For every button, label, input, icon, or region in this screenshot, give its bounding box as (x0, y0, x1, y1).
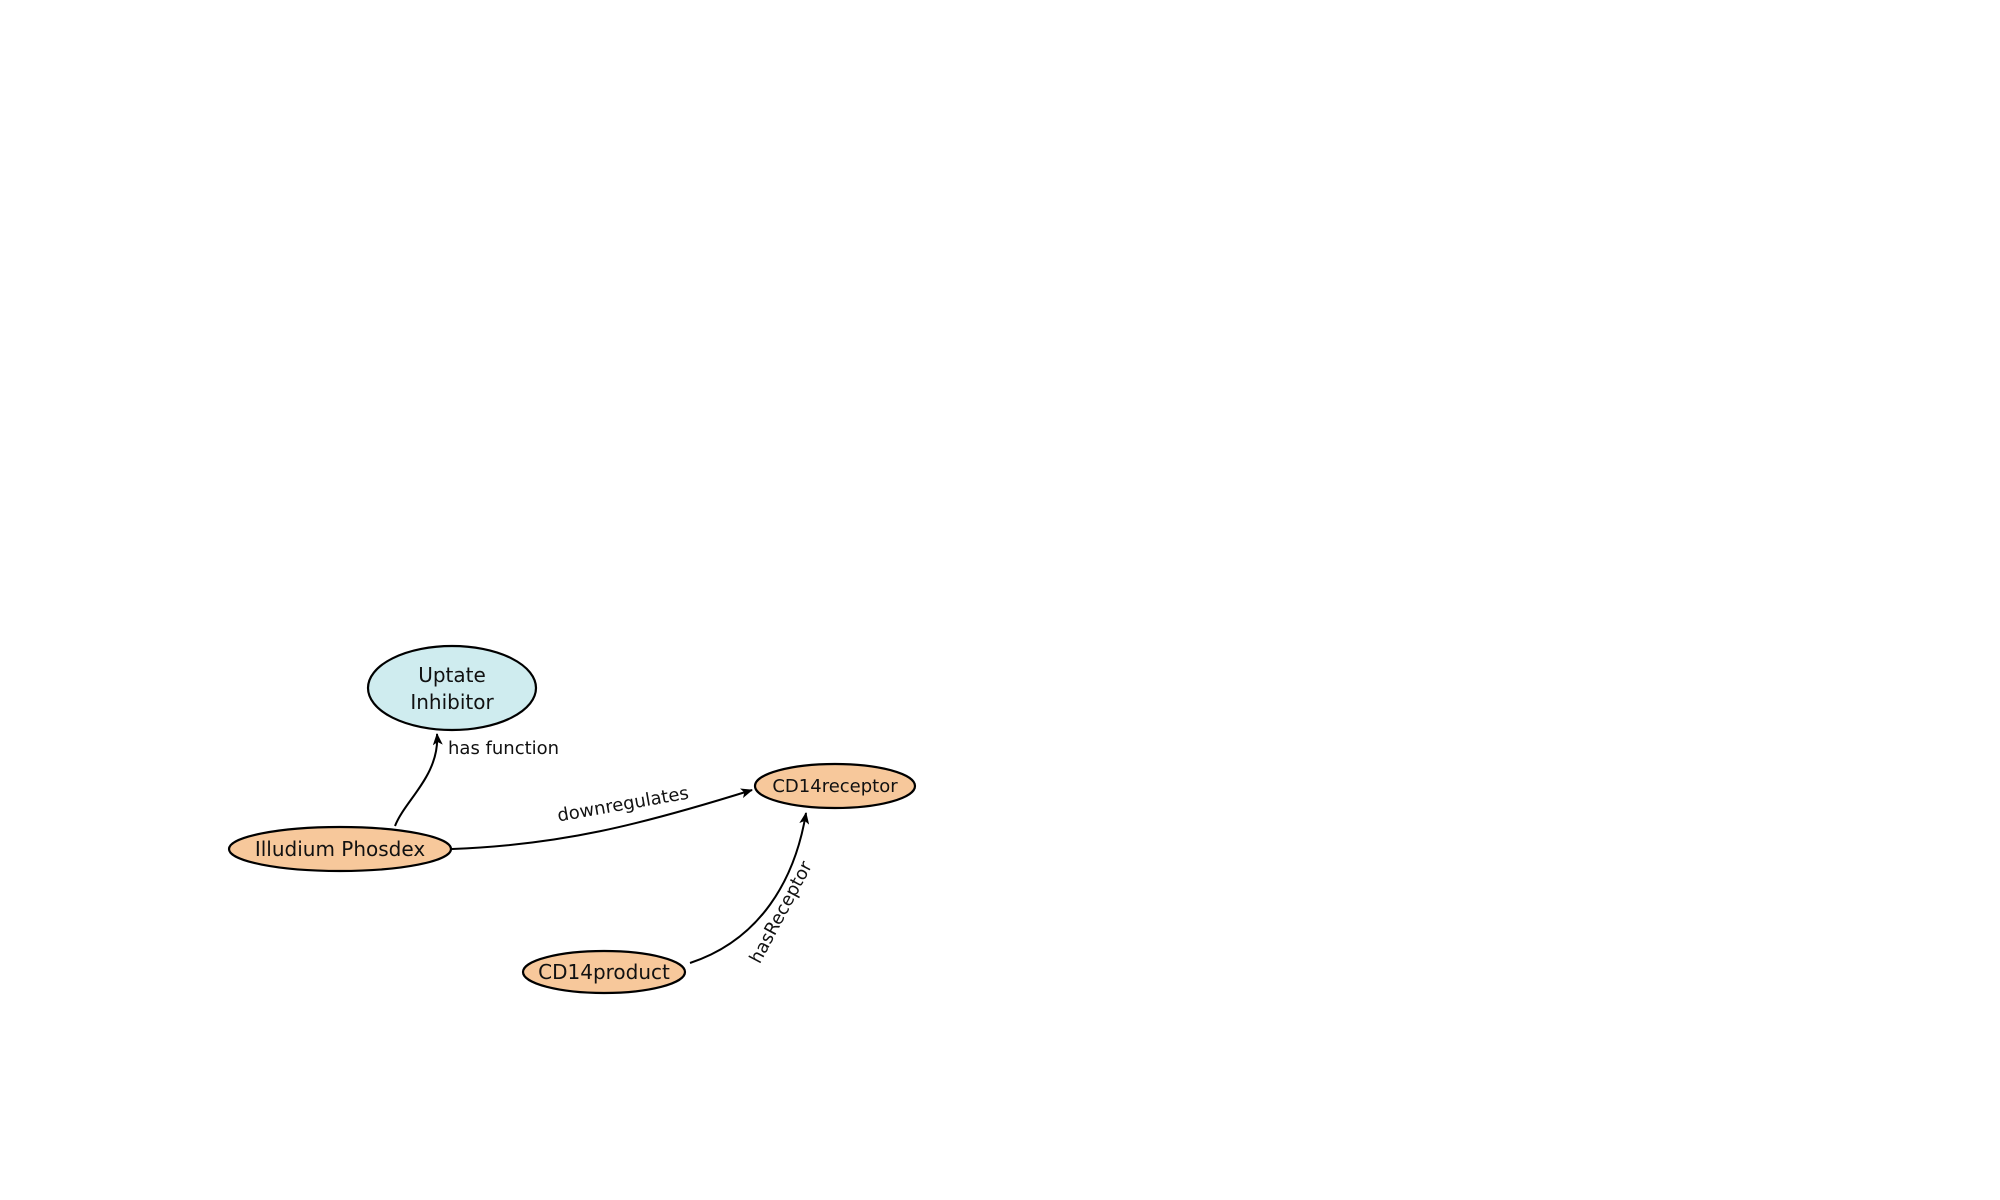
has-function-arrow (394, 733, 443, 827)
illudium-phosdex-shape (227, 825, 453, 873)
downregulates-arrow (451, 788, 753, 850)
node-cd14receptor[interactable]: CD14receptor (753, 762, 917, 810)
cd14receptor-label: CD14receptor (772, 776, 898, 797)
cd14receptor-shape (753, 762, 917, 810)
uptate-inhibitor-label-line1: Uptate (418, 663, 486, 687)
cd14product-shape (521, 949, 687, 995)
edge-has-receptor: hasReceptor (689, 812, 817, 967)
downregulates-label: downregulates (556, 783, 691, 827)
node-illudium-phosdex[interactable]: Illudium Phosdex (227, 825, 453, 873)
node-uptate-inhibitor[interactable]: Uptate Inhibitor (366, 644, 538, 732)
has-receptor-label: hasReceptor (745, 857, 817, 967)
cd14product-label: CD14product (538, 960, 670, 984)
uptate-inhibitor-shape (366, 644, 538, 732)
has-receptor-arrow (689, 812, 810, 964)
has-function-label: has function (448, 738, 559, 759)
illudium-phosdex-label: Illudium Phosdex (255, 837, 425, 861)
edge-has-function: has function (394, 733, 559, 827)
uptate-inhibitor-label-line2: Inhibitor (410, 690, 494, 714)
edge-downregulates: downregulates (451, 783, 753, 850)
node-cd14product[interactable]: CD14product (521, 949, 687, 995)
